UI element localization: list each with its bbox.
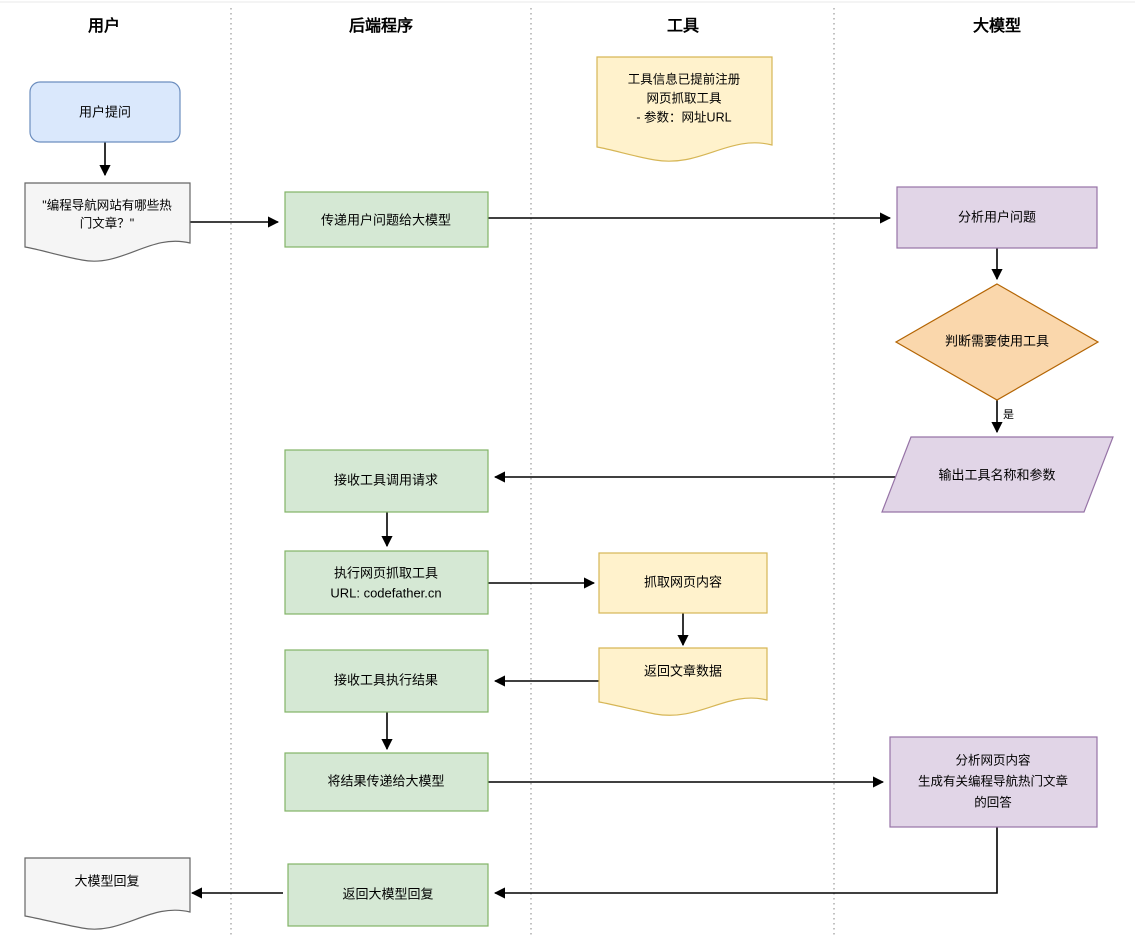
node-return-reply-label: 返回大模型回复 bbox=[342, 886, 433, 901]
node-analyze-question-label: 分析用户问题 bbox=[958, 209, 1036, 224]
node-exec-tool-label-2: URL: codefather.cn bbox=[330, 585, 441, 600]
node-fetch-page-label: 抓取网页内容 bbox=[644, 574, 722, 589]
node-receive-result[interactable]: 接收工具执行结果 bbox=[284, 649, 489, 713]
node-user-ask-label: 用户提问 bbox=[79, 104, 131, 119]
node-exec-tool-label-1: 执行网页抓取工具 bbox=[334, 565, 438, 580]
node-exec-tool[interactable]: 执行网页抓取工具 URL: codefather.cn bbox=[284, 550, 489, 615]
node-return-articles-shape bbox=[598, 647, 768, 716]
node-exec-tool-shape bbox=[284, 550, 489, 615]
node-fetch-page[interactable]: 抓取网页内容 bbox=[598, 552, 768, 614]
node-return-articles-label: 返回文章数据 bbox=[644, 663, 722, 678]
node-model-reply-shape bbox=[24, 857, 191, 930]
lane-title-model: 大模型 bbox=[973, 16, 1021, 35]
node-output-tool[interactable]: 输出工具名称和参数 bbox=[881, 436, 1114, 513]
node-pass-result[interactable]: 将结果传递给大模型 bbox=[284, 752, 489, 812]
node-user-ask-shape bbox=[29, 81, 181, 143]
node-output-tool-label: 输出工具名称和参数 bbox=[938, 467, 1055, 482]
node-return-reply-shape bbox=[287, 863, 489, 927]
node-need-tool-label: 判断需要使用工具 bbox=[945, 333, 1049, 348]
node-analyze-question-shape bbox=[896, 186, 1098, 249]
node-model-reply-label: 大模型回复 bbox=[74, 873, 139, 888]
node-tool-note-label-2: 网页抓取工具 bbox=[646, 91, 722, 105]
node-tool-note-shape bbox=[596, 56, 773, 162]
node-tool-note-label-3: - 参数：网址URL bbox=[636, 109, 731, 124]
node-need-tool-shape bbox=[894, 283, 1100, 401]
node-receive-call-label: 接收工具调用请求 bbox=[334, 472, 438, 487]
lane-title-tool: 工具 bbox=[667, 17, 699, 35]
node-user-question-label-1: "编程导航网站有哪些热 bbox=[42, 197, 172, 212]
node-tool-note-label-1: 工具信息已提前注册 bbox=[628, 71, 741, 86]
node-user-question-shape bbox=[24, 182, 191, 262]
node-analyze-page-label-3: 的回答 bbox=[974, 794, 1012, 809]
node-pass-question-shape bbox=[284, 191, 489, 248]
node-pass-result-shape bbox=[284, 752, 489, 812]
node-analyze-page-label-2: 生成有关编程导航热门文章 bbox=[918, 773, 1068, 788]
node-pass-question[interactable]: 传递用户问题给大模型 bbox=[284, 191, 489, 248]
node-user-question[interactable]: "编程导航网站有哪些热 门文章？" bbox=[24, 182, 191, 262]
node-receive-call-shape bbox=[284, 449, 489, 513]
node-tool-note[interactable]: 工具信息已提前注册 网页抓取工具 - 参数：网址URL bbox=[596, 56, 773, 162]
node-analyze-page[interactable]: 分析网页内容 生成有关编程导航热门文章 的回答 bbox=[889, 736, 1098, 828]
node-receive-call[interactable]: 接收工具调用请求 bbox=[284, 449, 489, 513]
node-return-reply[interactable]: 返回大模型回复 bbox=[287, 863, 489, 927]
node-fetch-page-shape bbox=[598, 552, 768, 614]
node-receive-result-shape bbox=[284, 649, 489, 713]
edge-analyze-page-to-return-reply bbox=[493, 827, 998, 899]
lane-title-backend: 后端程序 bbox=[349, 16, 413, 35]
lane-title-user: 用户 bbox=[88, 16, 120, 35]
node-receive-result-label: 接收工具执行结果 bbox=[334, 672, 438, 687]
node-model-reply[interactable]: 大模型回复 bbox=[24, 857, 191, 930]
node-output-tool-shape bbox=[881, 436, 1114, 513]
node-user-ask[interactable]: 用户提问 bbox=[29, 81, 181, 143]
node-analyze-page-label-1: 分析网页内容 bbox=[955, 752, 1030, 767]
node-analyze-question[interactable]: 分析用户问题 bbox=[896, 186, 1098, 249]
node-return-articles[interactable]: 返回文章数据 bbox=[598, 647, 768, 716]
node-user-question-label-2: 门文章？" bbox=[80, 215, 134, 230]
edge-label-yes: 是 bbox=[1003, 408, 1014, 421]
node-pass-question-label: 传递用户问题给大模型 bbox=[321, 212, 451, 227]
node-analyze-page-shape bbox=[889, 736, 1098, 828]
node-pass-result-label: 将结果传递给大模型 bbox=[327, 773, 444, 788]
node-need-tool[interactable]: 判断需要使用工具 bbox=[894, 283, 1100, 401]
